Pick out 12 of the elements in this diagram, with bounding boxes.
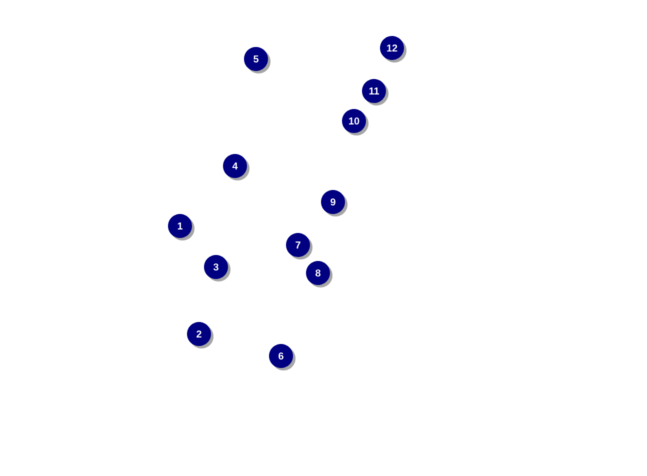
callout-number: 11 bbox=[362, 79, 388, 106]
callout-number: 10 bbox=[342, 109, 368, 136]
callout-number: 7 bbox=[286, 233, 312, 260]
callout-number: 5 bbox=[244, 47, 270, 74]
callout-number: 3 bbox=[204, 255, 230, 282]
callout-number: 6 bbox=[269, 344, 296, 370]
callout-number: 1 bbox=[168, 214, 194, 240]
callout-number: 12 bbox=[380, 36, 406, 62]
callout-number: 4 bbox=[223, 154, 250, 180]
callout-number: 8 bbox=[306, 261, 332, 288]
callout-number: 2 bbox=[187, 322, 214, 348]
callout-number: 9 bbox=[321, 190, 348, 216]
